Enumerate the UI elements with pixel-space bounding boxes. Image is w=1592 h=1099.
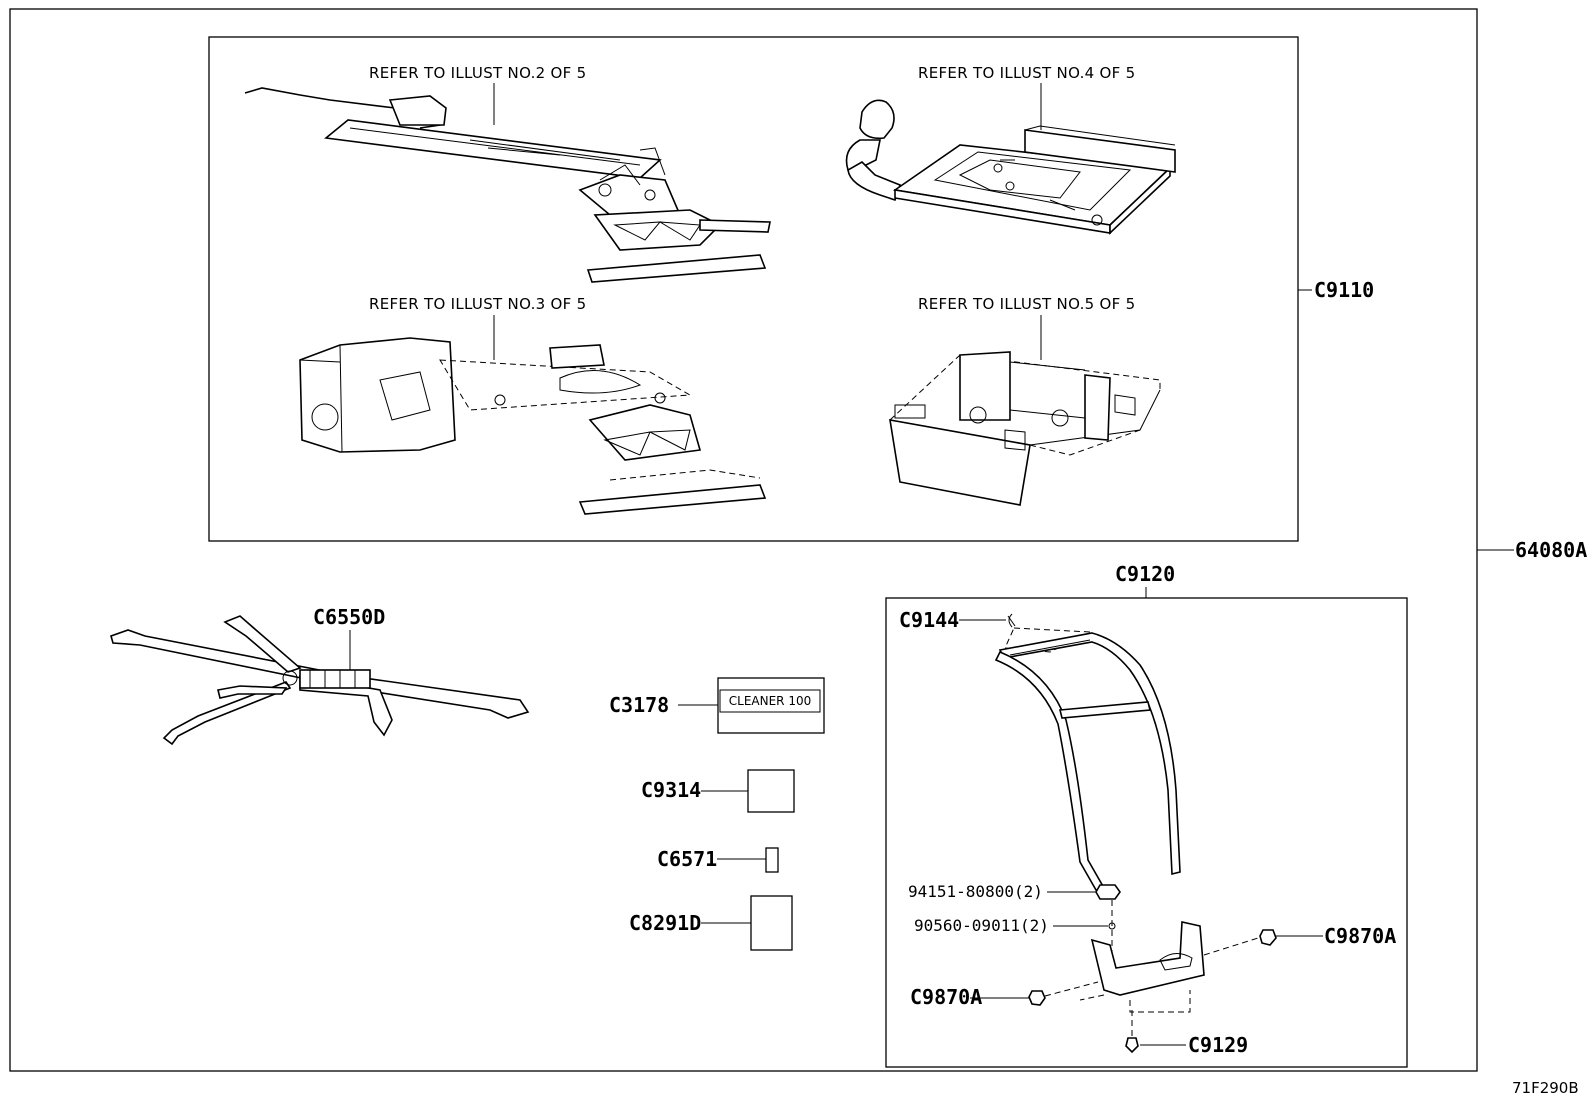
label-c9314: C9314 [641, 778, 701, 802]
label-c8291d: C8291D [629, 911, 701, 935]
seat-frame-illustration-3: REFER TO ILLUST NO.3 OF 5 [299, 295, 767, 515]
reference-box [208, 36, 1299, 542]
seat-harness-c6550d: C6550D [110, 605, 530, 746]
label-c9144: C9144 [899, 608, 959, 632]
label-c9129: C9129 [1188, 1033, 1248, 1057]
label-90560-09011: 90560-09011(2) [914, 916, 1049, 935]
label-64080a: 64080A [1515, 538, 1587, 562]
seat-box-illustration-5: REFER TO ILLUST NO.5 OF 5 [889, 295, 1161, 506]
refer-label-4: REFER TO ILLUST NO.4 OF 5 [918, 64, 1136, 82]
cleaner-label-text: CLEANER 100 [729, 694, 811, 708]
label-c3178: C3178 [609, 693, 669, 717]
label-c9870a-left: C9870A [910, 985, 982, 1009]
refer-label-2: REFER TO ILLUST NO.2 OF 5 [369, 64, 587, 82]
illustration-code: 71F290B [1512, 1079, 1579, 1097]
seat-base-illustration-4: REFER TO ILLUST NO.4 OF 5 [845, 64, 1176, 235]
refer-label-3: REFER TO ILLUST NO.3 OF 5 [369, 295, 587, 313]
refer-label-5: REFER TO ILLUST NO.5 OF 5 [918, 295, 1136, 313]
label-c9120: C9120 [1115, 562, 1175, 586]
outer-frame [9, 8, 1478, 1072]
tray-frame-assembly: C9144 94151-80800(2) 90560-09011(2) C987… [899, 608, 1396, 1057]
label-c6571: C6571 [657, 847, 717, 871]
label-c9110: C9110 [1314, 278, 1374, 302]
label-c9870a-right: C9870A [1324, 924, 1396, 948]
label-c6550d: C6550D [313, 605, 385, 629]
label-94151-80800: 94151-80800(2) [908, 882, 1043, 901]
seat-frame-illustration-2: REFER TO ILLUST NO.2 OF 5 [244, 64, 771, 283]
